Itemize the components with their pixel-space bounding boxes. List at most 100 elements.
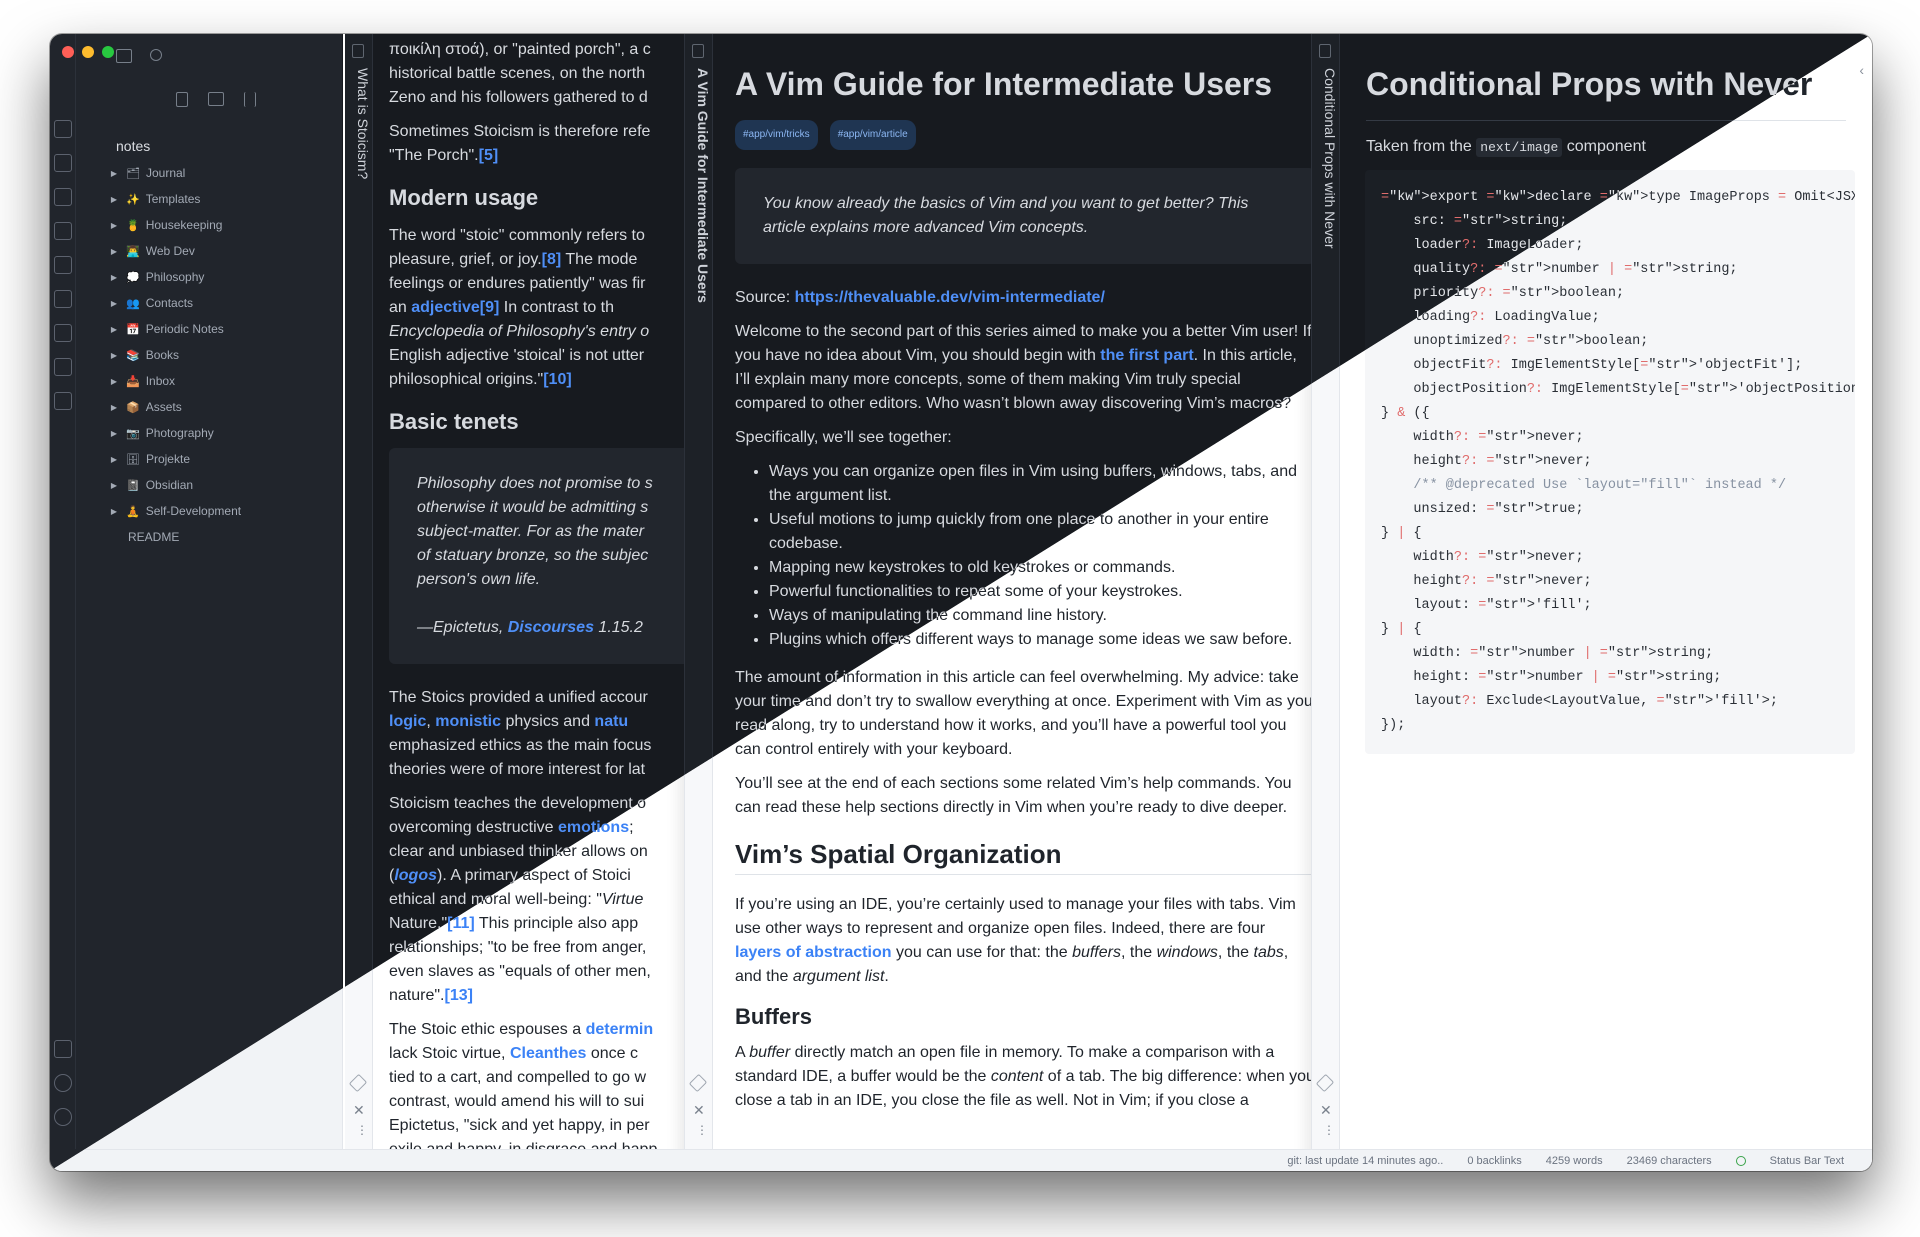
file-explorer-sidebar: notes ▶🗂Journal ▶✨Templates ▶🍍Housekeepi…	[76, 34, 343, 1171]
heading-spatial-organization: Vim’s Spatial Organization	[735, 839, 1062, 869]
footnote-link[interactable]: [9]	[479, 299, 500, 316]
explorer-actions	[176, 92, 256, 107]
tree-item-periodic-notes[interactable]: ▶📅Periodic Notes	[108, 316, 338, 342]
tree-item-projekte[interactable]: ▶🗄Projekte	[108, 446, 338, 472]
tree-item-housekeeping[interactable]: ▶🍍Housekeeping	[108, 212, 338, 238]
pane-title-vertical[interactable]: What is Stoicism?	[355, 68, 371, 180]
microphone-icon[interactable]	[54, 358, 72, 376]
close-pane-icon[interactable]: ✕	[353, 1102, 365, 1118]
wiki-link[interactable]: layers of abstraction	[735, 944, 892, 961]
footnote-link[interactable]: [11]	[447, 915, 475, 932]
tree-item-assets[interactable]: ▶📦Assets	[108, 394, 338, 420]
more-options-icon[interactable]: ⋮	[696, 1123, 708, 1137]
character-count: 23469 characters	[1626, 1154, 1712, 1167]
wiki-link[interactable]: monistic	[435, 713, 502, 730]
status-bar: git: last update 14 minutes ago.. 0 back…	[50, 1149, 1872, 1171]
note-title: Conditional Props with Never	[1366, 66, 1813, 102]
chevron-right-icon: ▶	[110, 246, 118, 256]
collapse-right-sidebar-icon[interactable]: ‹	[1859, 62, 1864, 78]
source-link[interactable]: https://thevaluable.dev/vim-intermediate…	[794, 289, 1105, 306]
settings-gear-icon[interactable]	[54, 1108, 72, 1126]
first-part-link[interactable]: the first part	[1100, 347, 1194, 364]
open-quick-switcher-icon[interactable]	[54, 120, 72, 138]
new-folder-icon[interactable]	[208, 92, 224, 106]
footnote-link[interactable]: [8]	[541, 251, 562, 268]
wiki-link[interactable]: logic	[389, 713, 427, 730]
tree-item-journal[interactable]: ▶🗂Journal	[108, 160, 338, 186]
tree-item-philosophy[interactable]: ▶💭Philosophy	[108, 264, 338, 290]
backlinks-count[interactable]: 0 backlinks	[1467, 1154, 1522, 1167]
edit-pencil-icon[interactable]	[348, 1073, 368, 1093]
wiki-link[interactable]: logos	[394, 867, 437, 884]
maximize-window-button[interactable]	[102, 46, 114, 58]
wiki-link[interactable]: Cleanthes	[509, 1045, 587, 1062]
chevron-right-icon: ▶	[110, 298, 118, 308]
tag[interactable]: #app/vim/tricks	[735, 120, 818, 150]
status-bar-text: Status Bar Text	[1769, 1154, 1844, 1167]
vault-root-folder[interactable]: notes	[116, 138, 151, 154]
templates-icon[interactable]	[54, 256, 72, 274]
wiki-link[interactable]: Discourses	[507, 619, 594, 636]
tree-item-books[interactable]: ▶📚Books	[108, 342, 338, 368]
tree-item-contacts[interactable]: ▶👥Contacts	[108, 290, 338, 316]
window-controls	[62, 46, 114, 58]
edit-pencil-icon[interactable]	[688, 1073, 708, 1093]
help-icon[interactable]	[54, 1074, 72, 1092]
paragraph: If you’re using an IDE, you’re certainly…	[735, 896, 1296, 985]
minimize-window-button[interactable]	[82, 46, 94, 58]
sort-icon[interactable]	[244, 92, 256, 107]
graph-view-icon[interactable]	[54, 154, 72, 172]
git-status[interactable]: git: last update 14 minutes ago..	[1287, 1154, 1444, 1167]
heading-basic-tenets: Basic tenets	[389, 409, 519, 434]
footnote-link[interactable]: [5]	[478, 147, 499, 164]
tree-item-inbox[interactable]: ▶📥Inbox	[108, 368, 338, 394]
folder-tab-icon[interactable]	[116, 49, 132, 63]
daily-note-icon[interactable]	[54, 392, 72, 410]
wiki-link[interactable]: determin	[585, 1021, 654, 1038]
chevron-right-icon: ▶	[110, 168, 118, 178]
paragraph: You’ll see at the end of each sections s…	[735, 775, 1292, 816]
wiki-link[interactable]: adjective	[411, 299, 480, 316]
paragraph: Specifically, we’ll see together:	[735, 429, 952, 446]
network-icon[interactable]	[54, 188, 72, 206]
chevron-right-icon: ▶	[110, 428, 118, 438]
footnote-link[interactable]: [13]	[444, 987, 473, 1004]
pane-title-vertical[interactable]: Conditional Props with Never	[1322, 68, 1338, 249]
pane-title-vertical[interactable]: A Vim Guide for Intermediate Users	[695, 68, 711, 303]
left-ribbon	[50, 34, 76, 1171]
close-window-button[interactable]	[62, 46, 74, 58]
tag-list: #app/vim/tricks #app/vim/article	[735, 120, 1315, 150]
tree-item-photography[interactable]: ▶📷Photography	[108, 420, 338, 446]
tree-item-obsidian[interactable]: ▶📓Obsidian	[108, 472, 338, 498]
tag[interactable]: #app/vim/article	[829, 120, 916, 150]
file-tree: ▶🗂Journal ▶✨Templates ▶🍍Housekeeping ▶👨‍…	[108, 160, 338, 550]
plugin-grid-icon[interactable]	[54, 324, 72, 342]
wiki-link[interactable]: natu	[594, 713, 629, 730]
close-pane-icon[interactable]: ✕	[1320, 1102, 1332, 1118]
tree-item-readme[interactable]: README	[128, 530, 180, 544]
more-options-icon[interactable]: ⋮	[1323, 1123, 1335, 1137]
more-options-icon[interactable]: ⋮	[356, 1123, 368, 1137]
chevron-right-icon: ▶	[110, 480, 118, 490]
chevron-right-icon: ▶	[110, 506, 118, 516]
paragraph: A buffer directly match an open file in …	[735, 1044, 1315, 1109]
tree-item-self-development[interactable]: ▶🧘Self-Development	[108, 498, 338, 524]
new-note-icon[interactable]	[176, 92, 188, 107]
sync-check-icon[interactable]	[1735, 1155, 1746, 1166]
command-palette-icon[interactable]	[54, 290, 72, 308]
search-tab-icon[interactable]	[150, 49, 162, 61]
paragraph: Welcome to the second part of this serie…	[735, 323, 1312, 412]
calendar-icon[interactable]	[54, 222, 72, 240]
inline-code: next/image	[1476, 138, 1563, 157]
tree-item-web-dev[interactable]: ▶👨‍💻Web Dev	[108, 238, 338, 264]
chevron-right-icon: ▶	[110, 194, 118, 204]
edit-pencil-icon[interactable]	[1315, 1073, 1335, 1093]
file-icon	[352, 44, 364, 58]
close-pane-icon[interactable]: ✕	[693, 1102, 705, 1118]
file-icon	[1319, 44, 1331, 58]
footnote-link[interactable]: [10]	[543, 371, 572, 388]
tree-item-templates[interactable]: ▶✨Templates	[108, 186, 338, 212]
vault-switcher-icon[interactable]	[54, 1040, 72, 1058]
